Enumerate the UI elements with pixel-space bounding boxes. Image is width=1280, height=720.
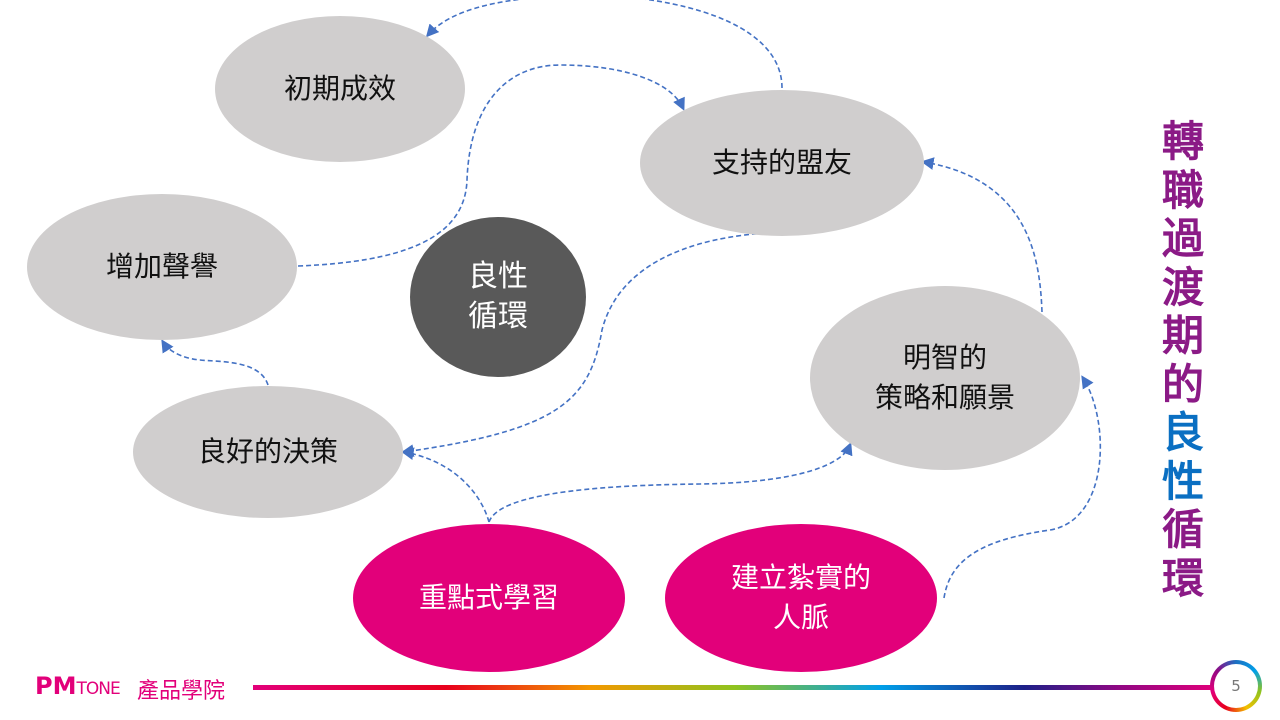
arrow-reputation-to-allies — [297, 64, 685, 267]
title-char: 轉 — [1162, 117, 1205, 166]
title-char: 期 — [1162, 311, 1205, 360]
footer-gradient-line — [253, 685, 1217, 690]
title-char: 環 — [1162, 553, 1205, 603]
node-early-results: 初期成效 — [215, 16, 465, 162]
node-increase-reputation: 增加聲譽 — [27, 194, 297, 340]
pmtone-logo: PMTONE — [35, 672, 121, 700]
arrow-network-to-strategy — [943, 375, 1102, 599]
title-char-highlight: 性 — [1162, 456, 1205, 506]
arrow-strategy-to-allies — [920, 157, 1043, 313]
arrow-allies-to-early — [425, 0, 783, 89]
node-wise-strategy: 明智的 策略和願景 — [810, 286, 1080, 470]
school-name: 產品學院 — [137, 679, 226, 704]
vertical-title: 轉 職 過 渡 期 的 良 性 循 環 — [1162, 117, 1212, 603]
page-number: 5 — [1214, 664, 1258, 708]
arrow-allies-to-decisions — [400, 231, 798, 457]
arrow-decisions-to-reputation — [161, 339, 269, 386]
title-char: 渡 — [1162, 262, 1205, 312]
title-char: 的 — [1162, 359, 1205, 409]
title-char-highlight: 良 — [1162, 408, 1205, 457]
arrow-learning-to-strategy — [488, 442, 853, 523]
node-supportive-allies: 支持的盟友 — [640, 90, 924, 236]
node-virtuous-cycle: 良性 循環 — [410, 217, 586, 377]
title-char: 職 — [1162, 165, 1205, 215]
title-char: 過 — [1162, 214, 1205, 263]
node-good-decisions: 良好的決策 — [133, 386, 403, 518]
arrow-learning-to-decisions — [400, 447, 490, 523]
title-char: 循 — [1162, 505, 1205, 554]
node-solid-network: 建立紮實的 人脈 — [665, 524, 937, 672]
node-focused-learning: 重點式學習 — [353, 524, 625, 672]
